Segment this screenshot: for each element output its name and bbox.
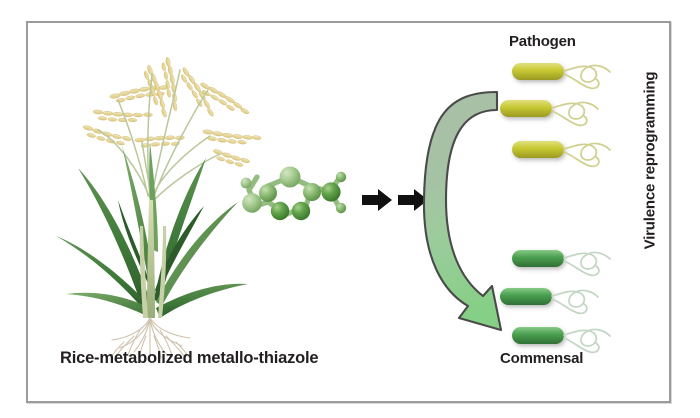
pathogen-label: Pathogen <box>509 33 576 50</box>
commensal-label: Commensal <box>500 350 584 367</box>
figure-border <box>26 21 671 403</box>
virulence-reprogramming-label: Virulence reprogramming <box>641 71 659 250</box>
caption-label: Rice-metabolized metallo-thiazole <box>60 349 319 367</box>
